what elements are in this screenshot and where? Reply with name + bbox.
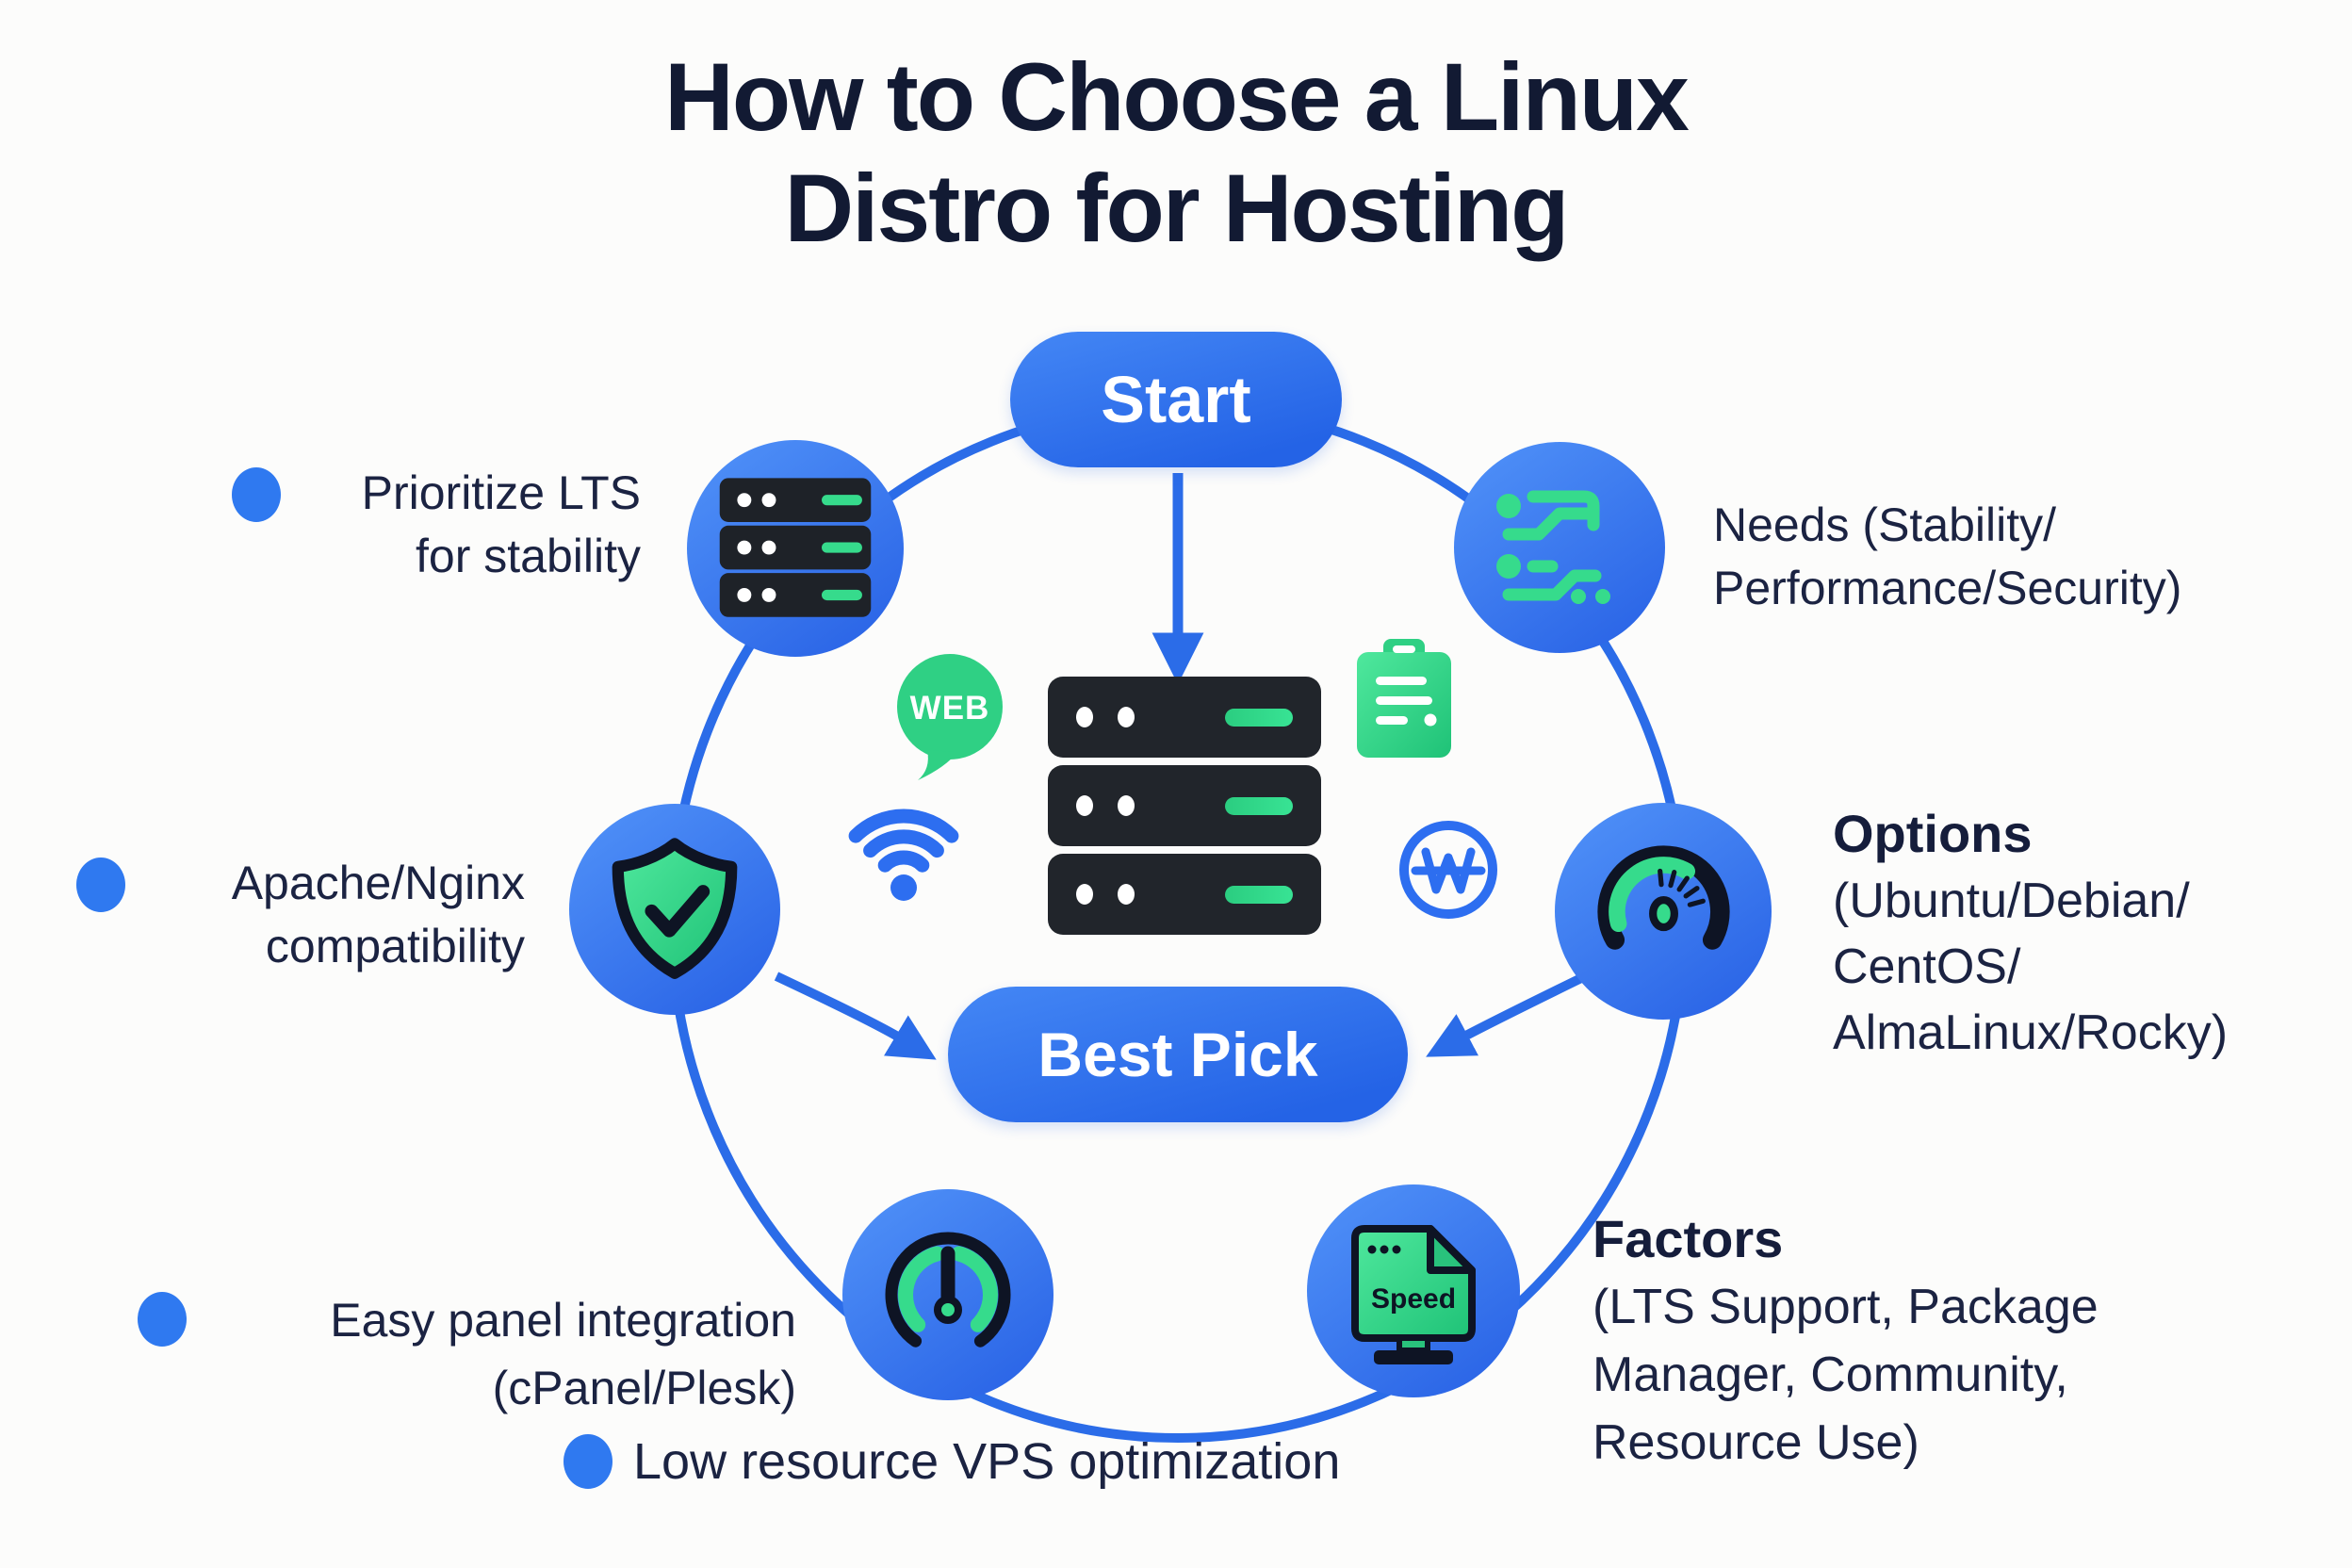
shield-check-icon — [612, 838, 738, 979]
callout-prioritize-lts: Prioritize LTS for stability — [362, 462, 641, 588]
callout-line: Low resource VPS optimization — [633, 1433, 1341, 1490]
server-led — [1076, 884, 1093, 905]
callout-line: Needs (Stability/ — [1713, 498, 2057, 551]
web-badge-icon: WEB — [897, 654, 1003, 780]
callout-line: (cPanel/Plesk) — [492, 1362, 796, 1414]
node-gauge — [842, 1189, 1054, 1400]
server-led — [1118, 884, 1135, 905]
callout-line: Performance/Security) — [1713, 562, 2182, 614]
callout-line: Manager, Community, — [1592, 1348, 2068, 1402]
callout-line: (LTS Support, Package — [1592, 1280, 2099, 1334]
gauge-icon — [885, 1232, 1011, 1348]
monitor-speed-label: Speed — [1371, 1283, 1456, 1315]
page-title-line2: Distro for Hosting — [784, 155, 1570, 262]
node-shield — [569, 804, 780, 1015]
web-badge-label: WEB — [910, 690, 990, 727]
callout-line: Apache/Nginx — [231, 857, 525, 909]
best-pick-button-label: Best Pick — [1037, 1020, 1318, 1089]
clipboard-icon — [1357, 639, 1451, 758]
node-speedometer — [1555, 803, 1772, 1020]
start-button[interactable]: Start — [1010, 332, 1342, 467]
callout-line: Easy panel integration — [330, 1294, 796, 1347]
node-server-rack — [687, 440, 904, 657]
bullet-dot — [76, 858, 125, 912]
speed-monitor-icon: Speed — [1351, 1225, 1476, 1364]
server-status-bar — [1225, 708, 1293, 727]
arrow-gauge-to-bestpick — [1426, 973, 1584, 1057]
callout-line: compatibility — [265, 920, 525, 972]
bullet-dot — [564, 1434, 612, 1489]
server-rack-icon — [719, 478, 872, 617]
circuit-icon — [1496, 490, 1610, 604]
callout-panel-integration: Easy panel integration (cPanel/Plesk) — [330, 1286, 796, 1422]
callout-apache-nginx: Apache/Nginx compatibility — [232, 852, 525, 978]
node-circuit — [1454, 442, 1665, 653]
callout-vps-optimization: Low resource VPS optimization — [633, 1430, 1340, 1494]
speedometer-icon — [1596, 844, 1730, 950]
server-led — [1118, 707, 1135, 727]
center-server-row — [1048, 677, 1321, 758]
callout-needs: Needs (Stability/ Performance/Security) — [1713, 494, 2181, 620]
bullet-dot — [232, 467, 281, 522]
arrow-shield-to-bestpick — [774, 972, 937, 1060]
server-status-bar — [1225, 796, 1293, 815]
start-button-label: Start — [1101, 363, 1251, 436]
server-led — [1076, 795, 1093, 816]
node-speed-monitor: Speed — [1307, 1184, 1520, 1397]
page-title-line1: How to Choose a Linux — [664, 43, 1690, 151]
callout-line: for stability — [416, 530, 641, 582]
best-pick-button[interactable]: Best Pick — [948, 987, 1408, 1122]
callout-line: AlmaLinux/Rocky) — [1833, 1005, 2229, 1060]
page-title: How to Choose a Linux Distro for Hosting — [0, 41, 2352, 264]
callout-line: Resource Use) — [1592, 1415, 1919, 1470]
center-server-row — [1048, 854, 1321, 935]
waveform-icon — [1399, 821, 1497, 919]
callout-options: Options (Ubuntu/Debian/ CentOS/ AlmaLinu… — [1833, 800, 2228, 1066]
bullet-dot — [138, 1292, 187, 1347]
center-server-row — [1048, 765, 1321, 846]
server-led — [1076, 707, 1093, 727]
callout-line: (Ubuntu/Debian/ — [1833, 874, 2190, 928]
callout-heading: Options — [1833, 804, 2033, 863]
server-status-bar — [1225, 885, 1293, 904]
callout-line: CentOS/ — [1833, 939, 2021, 994]
callout-heading: Factors — [1592, 1209, 1784, 1268]
callout-factors: Factors (LTS Support, Package Manager, C… — [1592, 1205, 2099, 1477]
wifi-icon — [848, 808, 959, 901]
server-led — [1118, 795, 1135, 816]
callout-line: Prioritize LTS — [361, 466, 641, 519]
